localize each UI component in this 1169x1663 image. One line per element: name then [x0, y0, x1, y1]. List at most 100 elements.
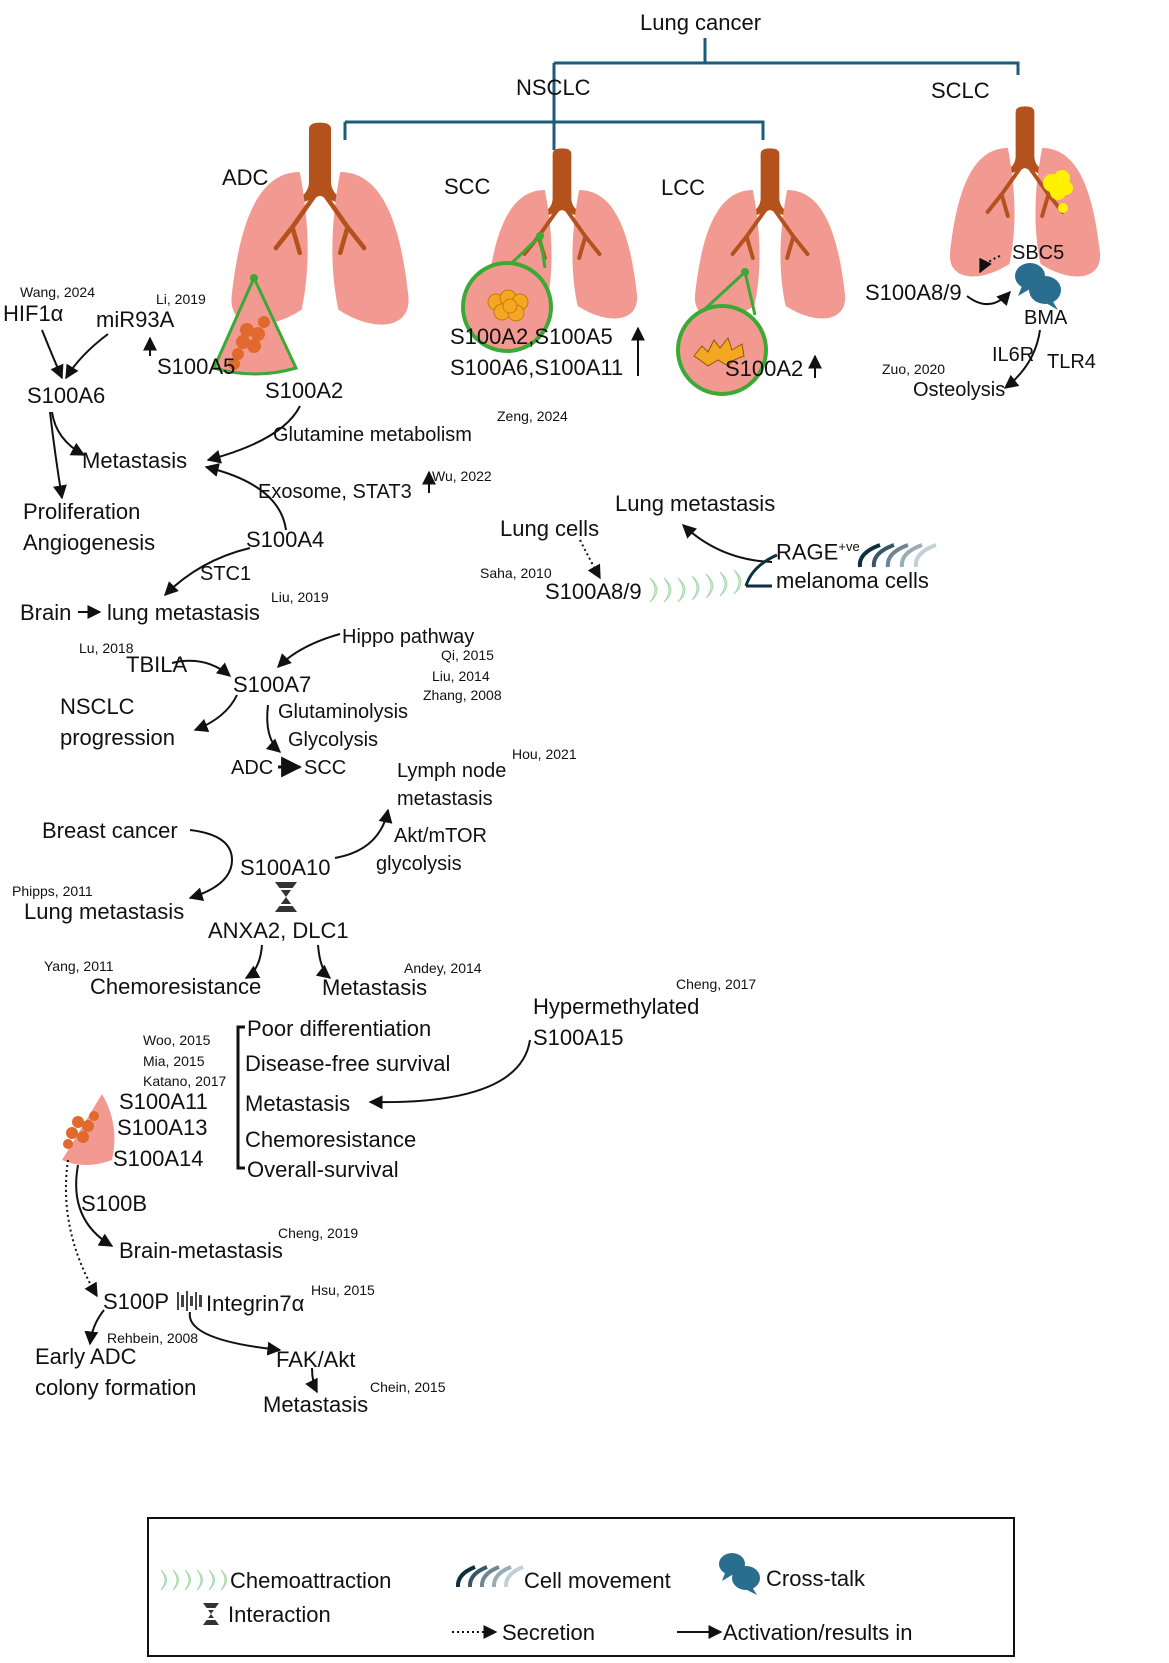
lymph-node-line2: metastasis	[397, 788, 493, 810]
lung-cancer-label: Lung cancer	[640, 10, 762, 35]
chemoattraction-icon	[649, 569, 742, 603]
s100p-integrin-interaction-icon	[177, 1291, 202, 1311]
angiogenesis-label: Angiogenesis	[23, 530, 156, 555]
wang-2024-ref: Wang, 2024	[20, 284, 95, 300]
lcc-lungs-icon	[695, 148, 845, 318]
classification-tree	[343, 38, 1020, 150]
crosstalk-icon	[1015, 263, 1061, 310]
scc-label: SCC	[444, 174, 491, 199]
early-adc-line2: colony formation	[35, 1375, 197, 1400]
s100a11-label: S100A11	[119, 1089, 208, 1114]
hif1a-label: HIF1α	[3, 301, 64, 326]
glutamine-label: Glutamine metabolism	[273, 424, 472, 446]
sclc-label: SCLC	[931, 78, 990, 103]
tlr4-label: TLR4	[1047, 351, 1096, 373]
s100b-label: S100B	[81, 1191, 148, 1216]
legend-activation-label: Activation/results in	[723, 1620, 913, 1645]
s100p-metastasis-label: Metastasis	[263, 1392, 369, 1417]
sbc5-label: SBC5	[1012, 242, 1065, 264]
il6r-label: IL6R	[992, 344, 1035, 366]
zhang-2008-ref: Zhang, 2008	[423, 687, 502, 703]
s100a10-lung-metastasis-label: Lung metastasis	[24, 899, 185, 924]
liu-2014-ref: Liu, 2014	[432, 668, 490, 684]
s100a7-label: S100A7	[233, 672, 312, 697]
lung-metastasis-label: lung metastasis	[107, 600, 260, 625]
adc-label: ADC	[222, 165, 269, 190]
s100a5-adc-label: S100A5	[157, 354, 236, 379]
poor-differentiation-label: Poor differentiation	[247, 1016, 432, 1041]
exosome-stat3-label: Exosome, STAT3	[258, 481, 412, 503]
nsclc-label: NSCLC	[516, 75, 591, 100]
scc-markers-line2: S100A6,S100A11	[450, 355, 624, 380]
rehbein-2008-ref: Rehbein, 2008	[107, 1330, 199, 1346]
rage-lung-metastasis-label: Lung metastasis	[615, 491, 776, 516]
qi-2015-ref: Qi, 2015	[441, 647, 494, 663]
lu-2018-ref: Lu, 2018	[79, 640, 134, 656]
zuo-2020-ref: Zuo, 2020	[882, 361, 946, 377]
li-2019-ref: Li, 2019	[156, 291, 206, 307]
legend-crosstalk-icon	[719, 1553, 760, 1595]
lcc-marker-label: S100A2	[725, 356, 804, 381]
s100a15-label: S100A15	[533, 1025, 624, 1050]
lcc-tumor-magnifier-icon	[676, 268, 768, 396]
disease-free-survival-label: Disease-free survival	[245, 1051, 451, 1076]
scc-tumor-magnifier-icon	[461, 232, 553, 353]
legend-interaction-icon	[203, 1603, 219, 1625]
legend-crosstalk-label: Cross-talk	[766, 1566, 866, 1591]
chemoresistance-label: Chemoresistance	[90, 974, 262, 999]
hsu-2015-ref: Hsu, 2015	[311, 1282, 375, 1298]
lcc-label: LCC	[661, 175, 706, 200]
akt-mtor-line2: glycolysis	[376, 853, 462, 875]
s100a6-label: S100A6	[27, 383, 106, 408]
lower-tumor-wedge-icon	[62, 1094, 115, 1165]
integrin7a-label: Integrin7α	[206, 1291, 305, 1316]
anxa2-dlc1-label: ANXA2, DLC1	[208, 918, 349, 943]
s100a14-label: S100A14	[113, 1146, 204, 1171]
glutaminolysis-label: Glutaminolysis	[278, 701, 409, 723]
proliferation-label: Proliferation	[23, 499, 141, 524]
hou-2021-ref: Hou, 2021	[512, 746, 577, 762]
cell-movement-icon	[857, 543, 937, 568]
s100b-s100p-arrows	[64, 1159, 318, 1394]
s100a89-rage-label: S100A8/9	[545, 579, 642, 604]
hippo-pathway-label: Hippo pathway	[342, 626, 475, 648]
lymph-node-line1: Lymph node	[397, 760, 507, 782]
s100a4-label: S100A4	[246, 527, 325, 552]
upregulation-arrows	[631, 326, 822, 378]
s100a13-label: S100A13	[117, 1115, 208, 1140]
legend-secretion-label: Secretion	[502, 1620, 595, 1645]
liu-2019-ref: Liu, 2019	[271, 589, 329, 605]
saha-2010-ref: Saha, 2010	[480, 565, 552, 581]
cheng-2017-ref: Cheng, 2017	[676, 976, 757, 992]
nsclc-progression-line2: progression	[60, 725, 175, 750]
legend-chemoattraction-label: Chemoattraction	[230, 1568, 392, 1593]
legend-chemoattraction-icon	[160, 1569, 227, 1591]
tbila-label: TBILA	[126, 652, 188, 677]
katano-2017-ref: Katano, 2017	[143, 1073, 227, 1089]
woo-2015-ref: Woo, 2015	[143, 1032, 211, 1048]
chein-2015-ref: Chein, 2015	[370, 1379, 446, 1395]
s100a89-sclc-label: S100A8/9	[865, 280, 962, 305]
akt-mtor-line1: Akt/mTOR	[394, 825, 487, 847]
legend-symbols	[160, 1553, 760, 1639]
s100a10-label: S100A10	[240, 855, 331, 880]
yang-2011-ref: Yang, 2011	[44, 958, 114, 974]
legend-box: Chemoattraction Interaction Cell movemen…	[147, 1517, 1015, 1657]
metastasis-hub-label: Metastasis	[82, 448, 188, 473]
rage-label: RAGE+ve	[776, 539, 860, 565]
cheng-2019-ref: Cheng, 2019	[278, 1225, 359, 1241]
sclc-pathway	[966, 255, 1041, 389]
breast-cancer-label: Breast cancer	[42, 818, 178, 843]
s100p-label: S100P	[103, 1289, 170, 1314]
scc-transition-label: SCC	[304, 757, 347, 779]
wu-2022-ref: Wu, 2022	[432, 468, 492, 484]
s100a2-adc-label: S100A2	[265, 378, 344, 403]
phipps-2011-ref: Phipps, 2011	[12, 883, 93, 899]
glycolysis-label: Glycolysis	[288, 729, 379, 751]
sclc-tumor-icon	[1043, 170, 1073, 213]
brain-label: Brain	[20, 600, 72, 625]
melanoma-cells-label: melanoma cells	[776, 568, 929, 593]
osteolysis-label: Osteolysis	[913, 379, 1006, 401]
nsclc-progression-line1: NSCLC	[60, 694, 135, 719]
